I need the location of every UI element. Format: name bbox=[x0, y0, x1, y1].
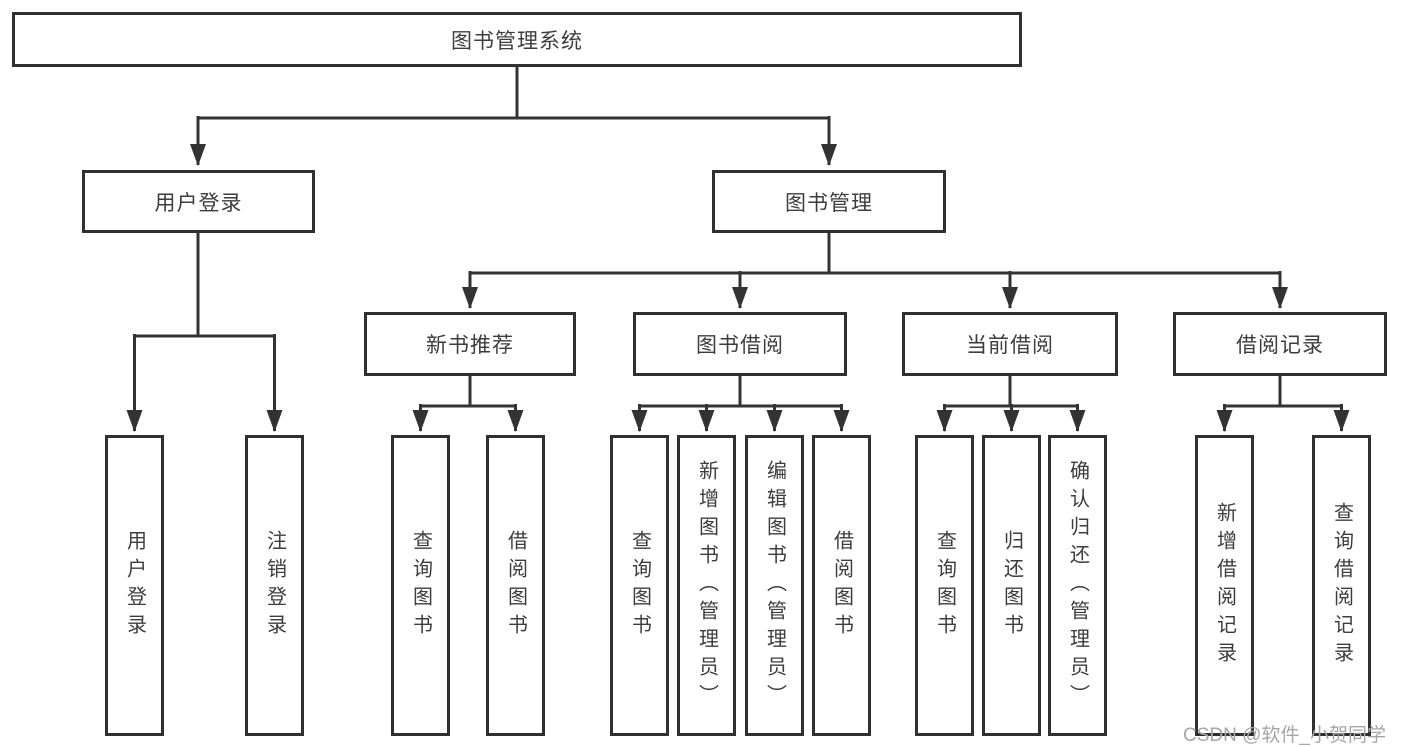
leaf-label: 新增图书（管理员） bbox=[695, 459, 718, 712]
leaf-label: 编辑图书（管理员） bbox=[763, 459, 786, 712]
leaf-query-borrow-record: 查询借阅记录 bbox=[1312, 435, 1371, 736]
leaf-confirm-return-admin: 确认归还（管理员） bbox=[1048, 435, 1107, 736]
leaf-label: 查询图书 bbox=[628, 529, 651, 642]
leaf-label: 新增借阅记录 bbox=[1213, 501, 1236, 670]
node-label: 图书管理系统 bbox=[451, 29, 583, 53]
leaf-label: 查询图书 bbox=[933, 529, 956, 642]
node-book-management: 图书管理 bbox=[712, 170, 946, 233]
node-current-borrow: 当前借阅 bbox=[902, 312, 1118, 376]
leaf-add-borrow-record: 新增借阅记录 bbox=[1195, 435, 1254, 736]
node-root-system: 图书管理系统 bbox=[12, 12, 1022, 67]
leaf-label: 查询借阅记录 bbox=[1330, 501, 1353, 670]
leaf-label: 用户登录 bbox=[123, 529, 146, 642]
node-book-borrow: 图书借阅 bbox=[633, 312, 847, 376]
connector-book-mgmt-to-level3 bbox=[462, 233, 1288, 309]
leaf-label: 确认归还（管理员） bbox=[1066, 459, 1089, 712]
leaf-return-book: 归还图书 bbox=[982, 435, 1041, 736]
leaf-borrow-book-recommend: 借阅图书 bbox=[486, 435, 545, 736]
node-label: 新书推荐 bbox=[426, 334, 514, 357]
node-user-login: 用户登录 bbox=[82, 170, 315, 233]
leaf-query-book-borrow: 查询图书 bbox=[610, 435, 669, 736]
connector-borrow-record-children bbox=[1216, 376, 1350, 432]
leaf-add-book-admin: 新增图书（管理员） bbox=[677, 435, 736, 736]
leaf-query-book-recommend: 查询图书 bbox=[391, 435, 450, 736]
connector-user-login-children bbox=[126, 233, 283, 432]
node-label: 当前借阅 bbox=[966, 334, 1054, 357]
leaf-label: 查询图书 bbox=[409, 529, 432, 642]
leaf-query-book-current: 查询图书 bbox=[915, 435, 974, 736]
connector-root-to-level2 bbox=[190, 67, 837, 166]
leaf-user-login: 用户登录 bbox=[105, 435, 164, 736]
leaf-label: 借阅图书 bbox=[830, 529, 853, 642]
node-label: 图书管理 bbox=[785, 191, 873, 215]
connector-new-book-children bbox=[412, 376, 524, 432]
leaf-borrow-book: 借阅图书 bbox=[812, 435, 871, 736]
node-new-book-recommend: 新书推荐 bbox=[364, 312, 576, 376]
node-borrow-record: 借阅记录 bbox=[1173, 312, 1387, 376]
connector-current-borrow-children bbox=[936, 376, 1086, 432]
node-label: 用户登录 bbox=[154, 191, 243, 215]
node-label: 借阅记录 bbox=[1236, 334, 1324, 357]
connector-book-borrow-children bbox=[631, 376, 850, 432]
leaf-label: 注销登录 bbox=[263, 529, 286, 642]
leaf-edit-book-admin: 编辑图书（管理员） bbox=[745, 435, 804, 736]
leaf-logout: 注销登录 bbox=[245, 435, 304, 736]
csdn-watermark: CSDN @软件_小贺同学 bbox=[1183, 725, 1386, 746]
leaf-label: 借阅图书 bbox=[504, 529, 527, 642]
leaf-label: 归还图书 bbox=[1000, 529, 1023, 642]
node-label: 图书借阅 bbox=[696, 334, 784, 357]
